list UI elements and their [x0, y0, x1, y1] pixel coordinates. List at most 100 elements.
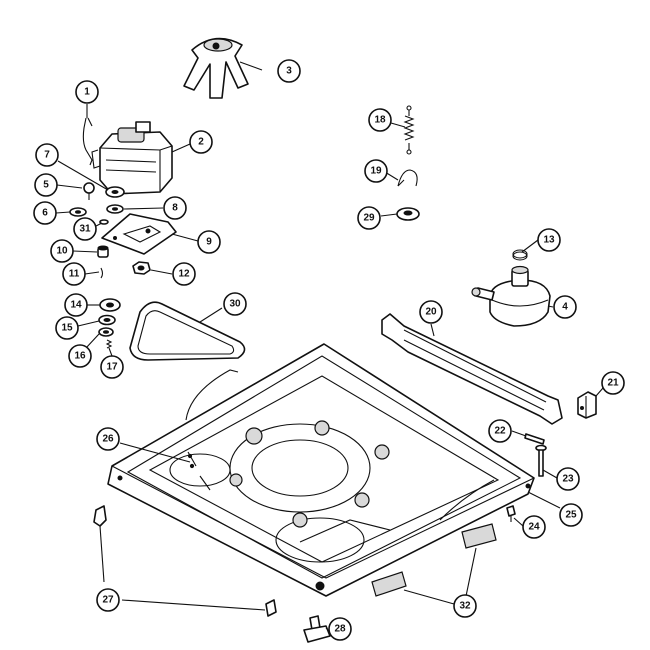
part-washer-8 — [106, 204, 124, 214]
part-nut-12 — [132, 261, 151, 275]
callouts: 1 2 3 4 5 6 7 8 — [33, 59, 625, 641]
svg-text:12: 12 — [178, 269, 190, 280]
leader-4 — [547, 305, 554, 308]
svg-text:27: 27 — [102, 595, 114, 606]
svg-text:13: 13 — [543, 235, 555, 246]
part-washer-6 — [69, 207, 87, 217]
callout-12: 12 — [172, 262, 196, 286]
leader-32a — [464, 547, 477, 602]
part-drive-tripod — [183, 37, 249, 99]
leader-30 — [199, 307, 223, 323]
svg-text:3: 3 — [286, 66, 292, 77]
svg-text:29: 29 — [363, 213, 375, 224]
svg-text:8: 8 — [172, 203, 178, 214]
callout-30: 30 — [223, 292, 247, 316]
callout-1: 1 — [75, 80, 99, 104]
callout-26: 26 — [96, 427, 120, 451]
svg-text:26: 26 — [102, 434, 114, 445]
part-pulley-14 — [99, 298, 121, 312]
part-spring-18 — [403, 105, 415, 155]
part-bushing-10 — [97, 245, 109, 258]
leader-20 — [430, 323, 435, 337]
leader-lines — [55, 61, 604, 631]
svg-text:15: 15 — [61, 323, 73, 334]
svg-text:19: 19 — [370, 166, 382, 177]
svg-text:32: 32 — [459, 601, 471, 612]
part-spacer-16 — [98, 327, 114, 337]
leader-23 — [542, 469, 558, 479]
callout-32: 32 — [453, 594, 477, 618]
leader-22 — [511, 430, 527, 437]
part-mounting-plate — [101, 213, 177, 255]
leader-25 — [527, 491, 561, 509]
leader-6 — [55, 211, 71, 214]
svg-text:20: 20 — [425, 307, 437, 318]
callout-3: 3 — [277, 59, 301, 83]
callout-23: 23 — [556, 467, 580, 491]
svg-text:17: 17 — [106, 362, 118, 373]
leader-16 — [85, 333, 100, 349]
svg-text:21: 21 — [607, 378, 619, 389]
leader-3 — [239, 61, 263, 71]
leader-27b — [121, 599, 266, 611]
callout-18: 18 — [368, 108, 392, 132]
callout-16: 16 — [68, 344, 92, 368]
part-bearing-7 — [105, 186, 125, 198]
part-clip-11 — [100, 267, 104, 279]
part-bracket-21 — [577, 391, 597, 419]
svg-text:25: 25 — [565, 510, 577, 521]
part-screw-24 — [506, 505, 516, 522]
callout-14: 14 — [64, 293, 88, 317]
svg-text:5: 5 — [43, 180, 49, 191]
svg-text:14: 14 — [70, 300, 82, 311]
callout-7: 7 — [35, 143, 59, 167]
leader-32b — [403, 589, 455, 605]
part-spring-17 — [105, 339, 113, 349]
leader-26 — [119, 442, 191, 463]
leader-21 — [595, 387, 604, 397]
part-pad-upper — [461, 523, 497, 549]
part-clip-27-lower — [265, 599, 277, 617]
part-pump — [471, 265, 551, 327]
part-base-frame — [107, 343, 535, 597]
svg-text:1: 1 — [84, 87, 90, 98]
leader-24 — [513, 517, 524, 527]
svg-text:28: 28 — [334, 624, 346, 635]
svg-text:6: 6 — [42, 208, 48, 219]
svg-text:31: 31 — [79, 224, 91, 235]
svg-text:9: 9 — [206, 237, 212, 248]
leader-8 — [123, 207, 164, 210]
callout-27: 27 — [96, 588, 120, 612]
callout-28: 28 — [328, 617, 352, 641]
callout-29: 29 — [357, 206, 381, 230]
part-screw — [83, 182, 95, 200]
svg-text:7: 7 — [44, 150, 50, 161]
part-pin-22 — [524, 433, 545, 445]
part-gear-motor — [91, 121, 173, 195]
callout-8: 8 — [163, 196, 187, 220]
leader-29 — [380, 213, 398, 217]
leader-31 — [95, 222, 103, 227]
leader-11 — [84, 271, 100, 275]
leader-27a — [99, 525, 105, 583]
part-clip-27-upper — [93, 505, 107, 527]
part-drive-belt — [129, 301, 246, 361]
leader-9 — [171, 233, 199, 242]
callout-2: 2 — [189, 130, 213, 154]
svg-text:4: 4 — [562, 302, 568, 313]
leader-15 — [77, 320, 100, 327]
callout-21: 21 — [601, 371, 625, 395]
svg-text:23: 23 — [562, 474, 574, 485]
callout-19: 19 — [364, 159, 388, 183]
callout-10: 10 — [50, 239, 74, 263]
svg-text:22: 22 — [494, 426, 506, 437]
leader-10 — [72, 250, 98, 253]
leader-5 — [56, 184, 83, 189]
part-washer-15 — [98, 314, 116, 326]
svg-text:10: 10 — [56, 246, 68, 257]
callout-6: 6 — [33, 201, 57, 225]
callout-13: 13 — [537, 228, 561, 252]
callout-24: 24 — [522, 515, 546, 539]
leader-13 — [521, 239, 539, 253]
callout-5: 5 — [34, 173, 58, 197]
